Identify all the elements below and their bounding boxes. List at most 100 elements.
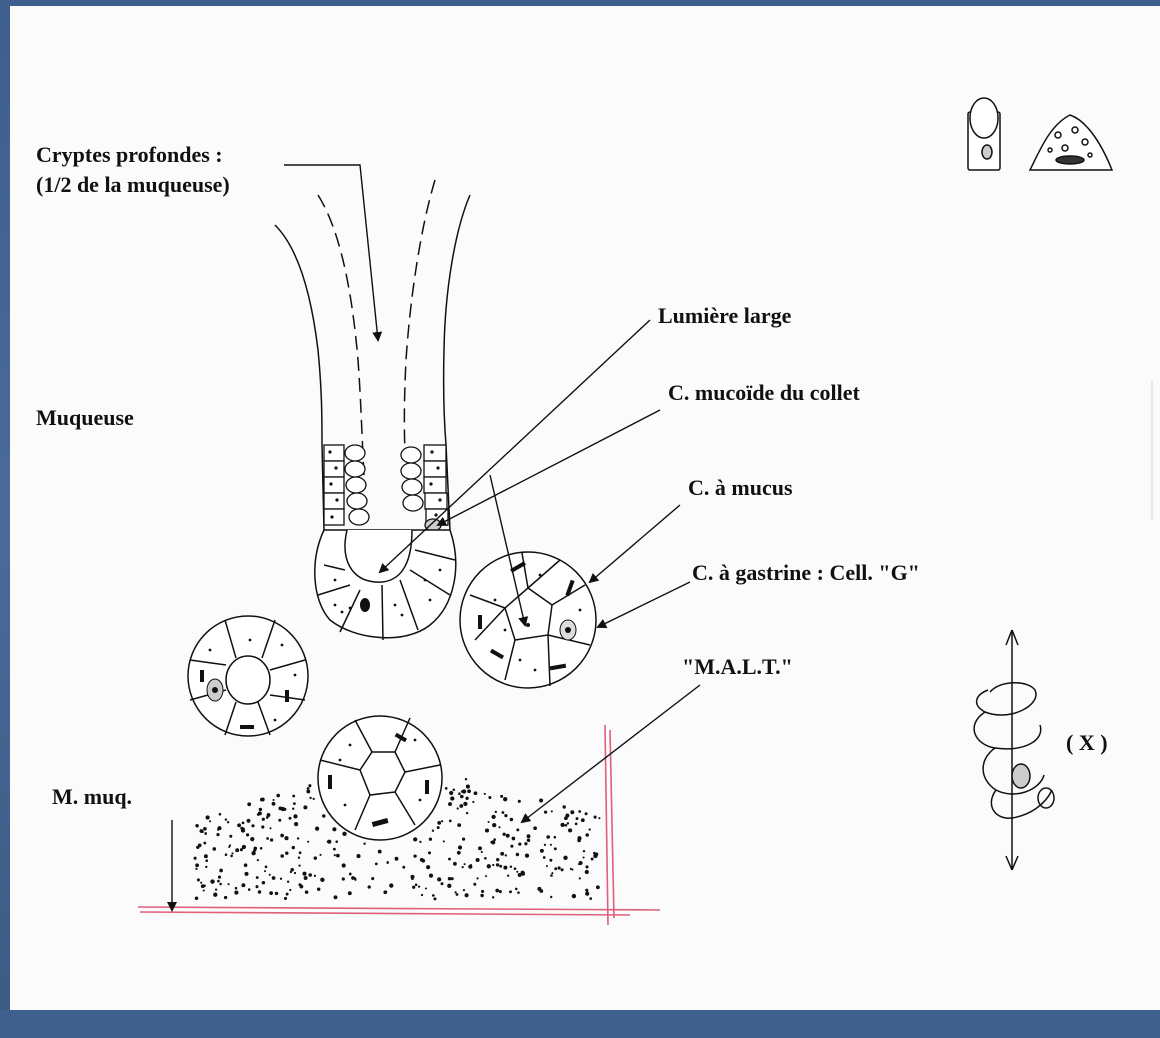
malt-dot bbox=[314, 875, 316, 877]
malt-dot bbox=[354, 879, 356, 881]
malt-dot bbox=[543, 856, 546, 859]
malt-dot bbox=[297, 837, 299, 839]
malt-dot bbox=[254, 849, 257, 852]
malt-dot bbox=[319, 854, 321, 856]
malt-dot bbox=[275, 892, 278, 895]
malt-dot bbox=[565, 814, 569, 818]
malt-dot bbox=[363, 842, 365, 844]
malt-dot bbox=[449, 791, 453, 795]
malt-dot bbox=[457, 807, 459, 809]
malt-dot bbox=[200, 882, 202, 884]
malt-dot bbox=[389, 883, 393, 887]
label-c-a-mucus: C. à mucus bbox=[688, 475, 793, 500]
malt-dot bbox=[496, 863, 499, 866]
malt-dot bbox=[525, 853, 529, 857]
malt-dot bbox=[492, 823, 496, 827]
malt-dot bbox=[457, 851, 461, 855]
malt-dot bbox=[585, 870, 589, 874]
malt-dot bbox=[247, 819, 251, 823]
malt-dot bbox=[230, 855, 233, 858]
malt-dot bbox=[457, 823, 461, 827]
malt-dot bbox=[219, 869, 223, 873]
malt-dot bbox=[550, 844, 552, 846]
malt-dot bbox=[261, 797, 265, 801]
malt-dot bbox=[498, 826, 500, 828]
malt-dot bbox=[575, 823, 578, 826]
malt-dot bbox=[437, 877, 441, 881]
malt-dot bbox=[429, 874, 433, 878]
malt-dot bbox=[474, 791, 478, 795]
malt-dot bbox=[219, 883, 222, 886]
malt-dot bbox=[544, 811, 547, 814]
malt-dot bbox=[298, 864, 300, 866]
malt-dot bbox=[342, 877, 345, 880]
malt-dot bbox=[596, 885, 600, 889]
malt-dot bbox=[463, 802, 467, 806]
malt-dot bbox=[309, 797, 311, 799]
malt-dot bbox=[368, 885, 371, 888]
malt-dot bbox=[219, 813, 222, 816]
malt-dot bbox=[276, 794, 280, 798]
malt-dot bbox=[194, 857, 197, 860]
malt-dot bbox=[342, 832, 346, 836]
malt-dot bbox=[244, 872, 248, 876]
malt-dot bbox=[413, 854, 416, 857]
malt-dot bbox=[290, 868, 294, 872]
malt-dot bbox=[485, 875, 487, 877]
malt-dot bbox=[443, 840, 445, 842]
label-cryptes-line2: (1/2 de la muqueuse) bbox=[36, 172, 230, 197]
malt-dot bbox=[215, 888, 217, 890]
malt-dot bbox=[294, 822, 298, 826]
malt-dot bbox=[212, 847, 216, 851]
malt-dot bbox=[304, 876, 308, 880]
malt-dot bbox=[305, 890, 309, 894]
malt-dot bbox=[517, 891, 520, 894]
malt-dot bbox=[308, 784, 311, 787]
malt-dot bbox=[241, 828, 245, 832]
malt-dot bbox=[342, 863, 346, 867]
malt-dot bbox=[581, 818, 585, 822]
malt-dot bbox=[264, 870, 266, 872]
malt-dot bbox=[450, 796, 454, 800]
gland-acinus-left bbox=[188, 616, 308, 736]
malt-dot bbox=[195, 896, 199, 900]
malt-dot bbox=[250, 837, 254, 841]
malt-dot bbox=[217, 828, 219, 830]
malt-dot bbox=[269, 827, 271, 829]
malt-dot bbox=[481, 890, 484, 893]
malt-dot bbox=[495, 889, 499, 893]
malt-dot bbox=[216, 833, 219, 836]
malt-dot bbox=[307, 787, 310, 790]
malt-dot bbox=[322, 814, 325, 817]
malt-dot bbox=[351, 876, 355, 880]
malt-dot bbox=[550, 874, 553, 877]
malt-dot bbox=[294, 872, 296, 874]
crypt-cells-right bbox=[401, 445, 448, 531]
malt-dot bbox=[514, 867, 517, 870]
malt-dot bbox=[578, 810, 581, 813]
malt-dot bbox=[491, 815, 495, 819]
malt-dot bbox=[195, 863, 199, 867]
malt-dot bbox=[554, 867, 557, 870]
malt-dot bbox=[572, 869, 574, 871]
malt-dot bbox=[499, 890, 502, 893]
malt-dot bbox=[468, 865, 472, 869]
malt-dot bbox=[458, 792, 461, 795]
malt-dot bbox=[256, 876, 259, 879]
malt-dot bbox=[484, 857, 487, 860]
malt-dot bbox=[466, 812, 468, 814]
malt-dot bbox=[464, 863, 466, 865]
malt-dot bbox=[506, 834, 510, 838]
malt-dot bbox=[229, 835, 232, 838]
malt-dot bbox=[419, 841, 421, 843]
malt-dot bbox=[544, 844, 546, 846]
malt-dot bbox=[572, 894, 576, 898]
malt-dot bbox=[306, 790, 310, 794]
malt-dot bbox=[285, 851, 288, 854]
malt-dot bbox=[583, 856, 585, 858]
malt-dot bbox=[539, 799, 543, 803]
malt-dot bbox=[462, 789, 466, 793]
malt-dot bbox=[395, 857, 399, 861]
malt-dot bbox=[299, 851, 302, 854]
malt-dot bbox=[293, 814, 297, 818]
